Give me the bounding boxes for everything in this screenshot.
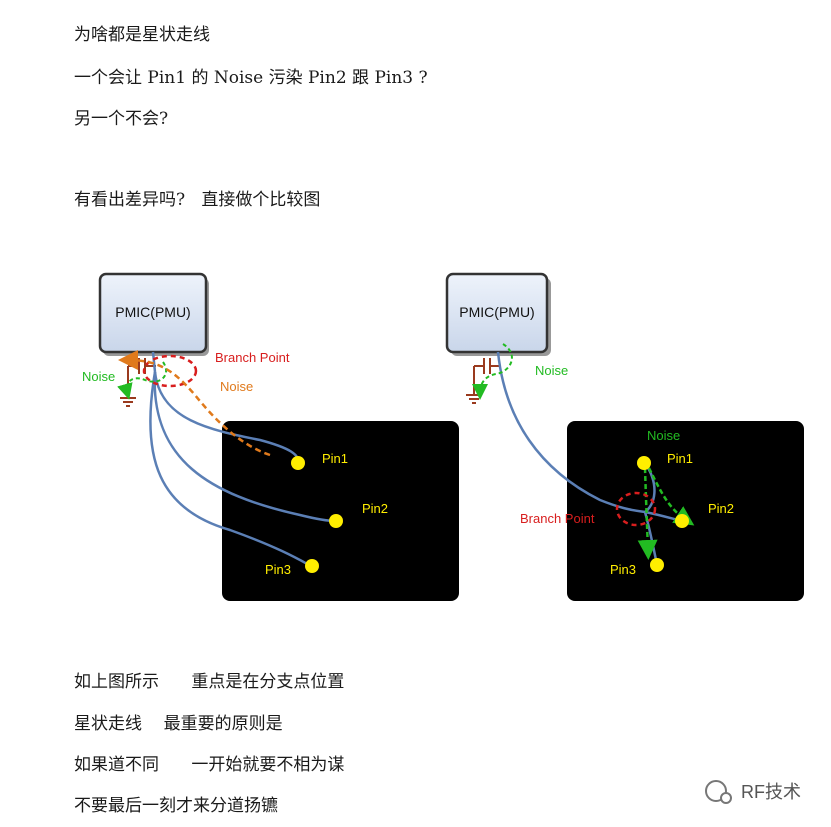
right-decoupling-cap	[466, 358, 499, 404]
right-noise-board-label: Noise	[647, 428, 680, 443]
left-pin1-label: Pin1	[322, 451, 348, 466]
left-pin1-dot	[291, 456, 305, 470]
watermark: RF技术	[705, 778, 801, 804]
left-traces	[149, 351, 337, 568]
left-noise-arrow	[117, 361, 168, 400]
left-branch-label: Branch Point	[215, 350, 290, 365]
right-pin2-label: Pin2	[708, 501, 734, 516]
left-noise-green-label: Noise	[82, 369, 115, 384]
left-pin3-dot	[305, 559, 319, 573]
right-chip-label: PMIC(PMU)	[459, 304, 534, 320]
left-noise-orange-label: Noise	[220, 379, 253, 394]
left-branch-circle	[142, 354, 198, 388]
right-noise-pin3-arrow	[637, 467, 658, 560]
right-diagram: PMIC(PMU) Noise Noise Branch Point Pin1	[445, 272, 804, 601]
right-board	[567, 421, 804, 601]
left-pin2-label: Pin2	[362, 501, 388, 516]
conclusion-line-3: 如果道不同 一开始就要不相为谋	[74, 755, 345, 775]
right-pmic-chip	[445, 272, 549, 354]
right-pin3-dot	[650, 558, 664, 572]
left-board	[222, 421, 459, 601]
right-pin1-label: Pin1	[667, 451, 693, 466]
conclusion-line-1: 如上图所示 重点是在分支点位置	[74, 672, 345, 692]
conclusion-line-4: 不要最后一刻才来分道扬镳	[74, 796, 278, 816]
question-line-3: 另一个不会?	[74, 109, 169, 129]
question-line-1: 为啥都是星状走线	[74, 25, 210, 45]
left-chip-label: PMIC(PMU)	[115, 304, 190, 320]
watermark-label: RF技术	[741, 782, 801, 802]
question-line-2: 一个会让 Pin1 的 Noise 污染 Pin2 跟 Pin3 ?	[74, 68, 428, 88]
wechat-icon	[705, 780, 732, 804]
right-pin1-dot	[637, 456, 651, 470]
question-line-4: 有看出差异吗? 直接做个比较图	[74, 190, 321, 210]
left-noise-orange-arrow	[118, 350, 271, 457]
right-noise-cap-label: Noise	[535, 363, 568, 378]
conclusion-line-2: 星状走线 最重要的原则是	[74, 714, 283, 734]
right-pin2-dot	[675, 514, 689, 528]
left-pin3-label: Pin3	[265, 562, 291, 577]
right-branch-circle	[615, 491, 657, 527]
left-diagram: PMIC(PMU) Branch Point Noise Noise	[82, 272, 459, 601]
left-pin2-dot	[329, 514, 343, 528]
right-branch-label: Branch Point	[520, 511, 595, 526]
right-pin3-label: Pin3	[610, 562, 636, 577]
